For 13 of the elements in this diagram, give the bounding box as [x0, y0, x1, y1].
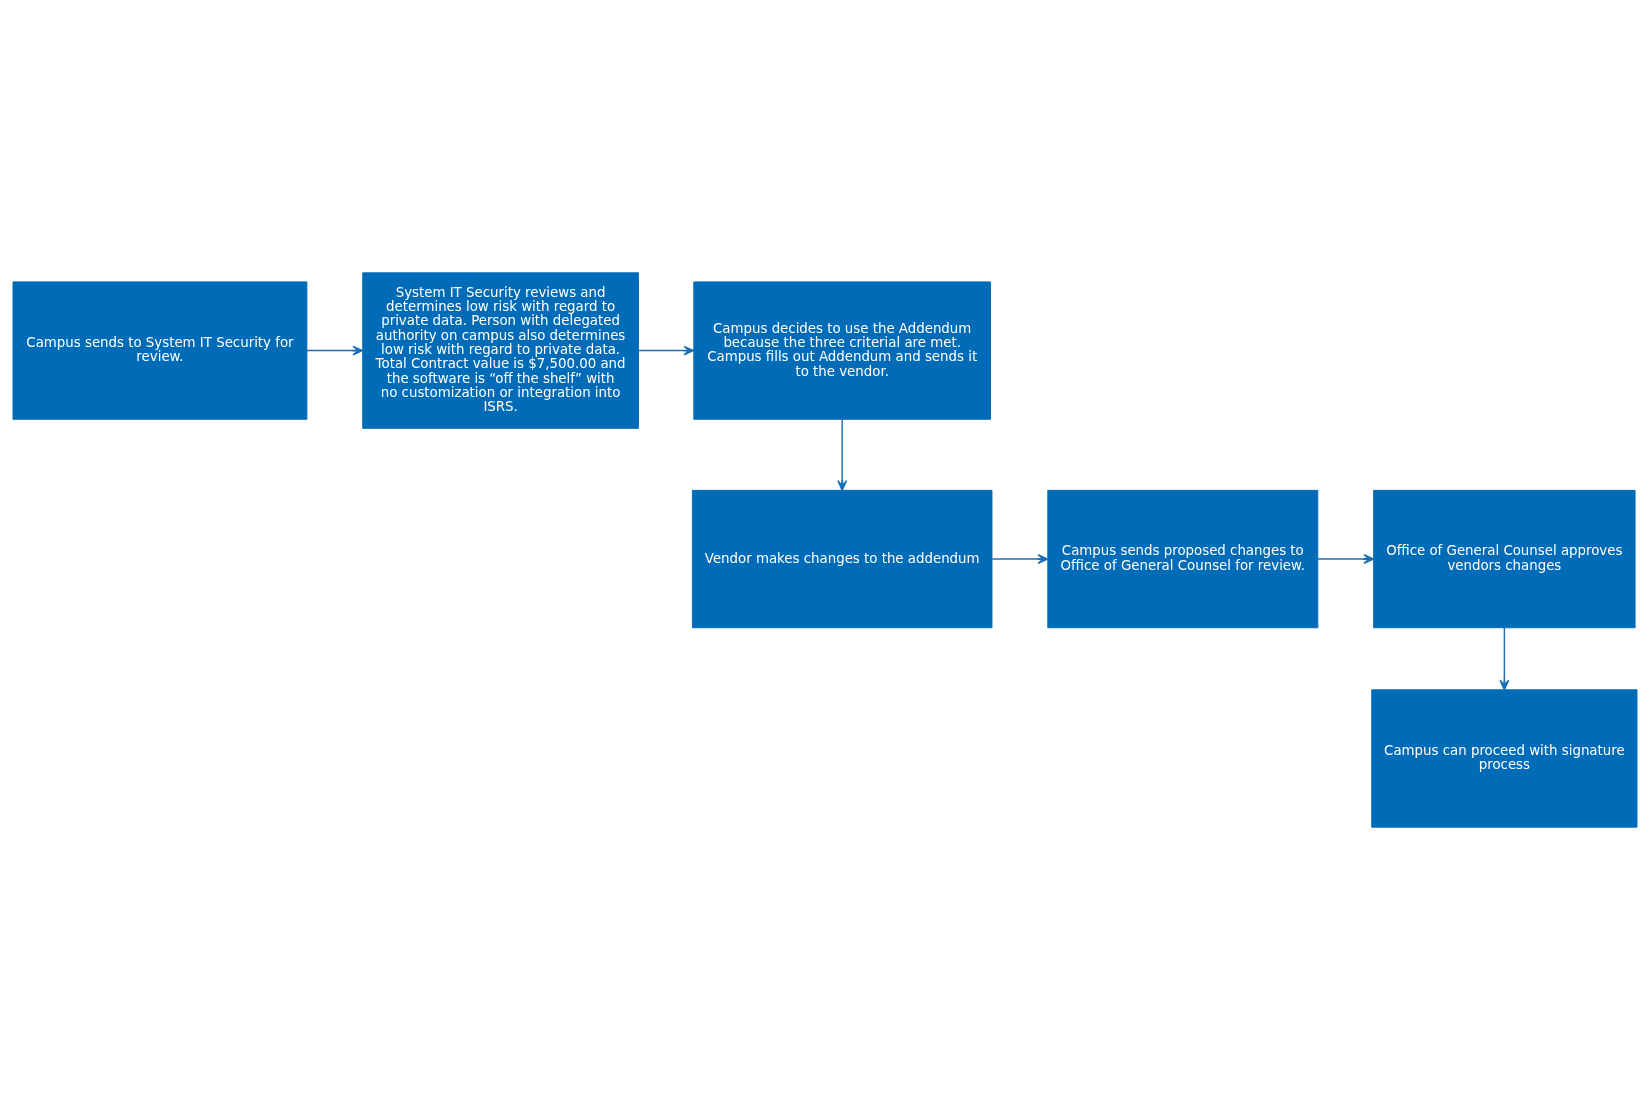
arrow — [1499, 627, 1510, 691]
node-box: System IT Security reviews and determines low risk with regard to private data. Person with delegated authority on campus also determines low risk with regard to private data. Total Contract value is $7,500.00 and the software is “off the shelf” with no customization or integration into ISRS. — [362, 272, 639, 429]
node-box: Campus sends proposed changes to Office of General Counsel for review. — [1047, 489, 1319, 629]
arrow — [306, 345, 364, 356]
node-box: Office of General Counsel approves vendors changes — [1373, 489, 1636, 629]
arrow — [991, 554, 1049, 565]
arrow — [837, 418, 848, 491]
node-box: Campus can proceed with signature process — [1371, 689, 1638, 828]
node-box: Vendor makes changes to the addendum — [691, 489, 993, 629]
arrow — [637, 345, 695, 356]
node-box: Campus sends to System IT Security for review. — [12, 281, 308, 420]
node-box: Campus decides to use the Addendum because the three criterial are met. Campus fills out Addendum and sends it to the vendor. — [693, 281, 992, 420]
arrow — [1317, 554, 1375, 565]
